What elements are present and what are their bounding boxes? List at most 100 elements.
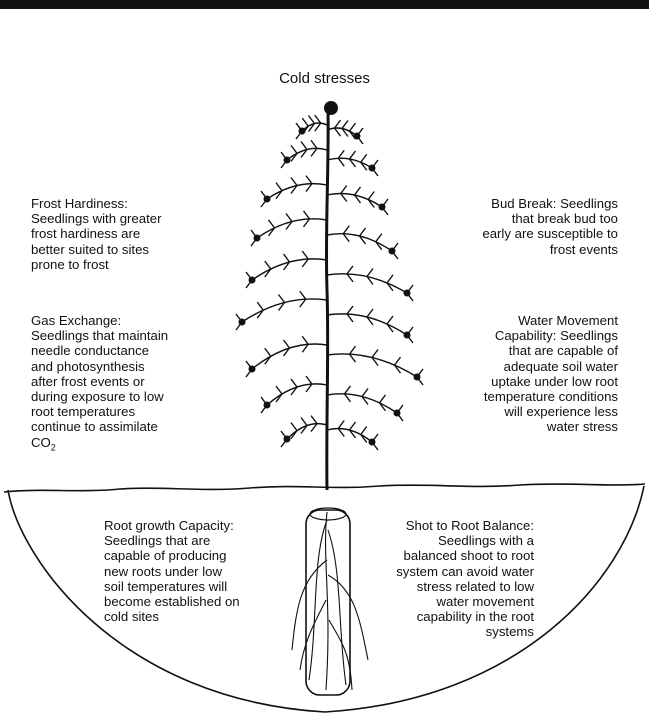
branch-tip-tuft xyxy=(248,365,256,373)
needle-twig xyxy=(337,420,345,429)
needle-twig xyxy=(290,430,298,440)
water-movement-label: Water Movement Capability: Seedlings tha… xyxy=(483,313,618,435)
needle-twig xyxy=(358,235,367,245)
shoot-root-label: Shot to Root Balance: Seedlings with a b… xyxy=(396,518,534,640)
needle-twig xyxy=(366,308,374,318)
needle-twig xyxy=(360,161,368,171)
needle-twig xyxy=(366,276,374,285)
needle-twig xyxy=(341,120,349,129)
needle-twig xyxy=(310,147,318,157)
needle-twig xyxy=(348,345,357,355)
branch-tip-tuft xyxy=(403,331,411,339)
figure-title: Cold stresses xyxy=(279,70,370,87)
branch-tip-tuft xyxy=(388,247,396,255)
needle-twig xyxy=(285,213,293,222)
needle-twig xyxy=(346,273,354,283)
needle-twig xyxy=(301,343,309,353)
ground-line xyxy=(3,483,646,493)
needle-twig xyxy=(310,139,318,149)
needle-twig xyxy=(264,268,272,278)
needle-twig xyxy=(343,385,352,395)
branch-tip-tuft xyxy=(253,234,261,242)
needle-twig xyxy=(358,227,367,237)
needle-twig xyxy=(290,386,298,396)
needle-twig xyxy=(367,199,375,208)
needle-twig xyxy=(300,417,308,426)
needle-twig xyxy=(285,221,293,230)
needle-twig xyxy=(256,301,264,311)
needle-twig xyxy=(340,185,348,194)
needle-twig xyxy=(299,290,307,300)
needle-twig xyxy=(275,393,283,403)
needle-twig xyxy=(301,258,309,268)
root-strand xyxy=(327,574,369,661)
needle-twig xyxy=(275,182,283,192)
needle-twig xyxy=(307,123,316,132)
branch-tip-tuft xyxy=(263,195,271,203)
root-strand xyxy=(328,619,353,691)
branch-tip-tuft xyxy=(248,276,256,284)
needle-twig xyxy=(302,218,311,228)
needle-twig xyxy=(337,149,345,159)
needle-twig xyxy=(264,347,272,357)
needle-twig xyxy=(301,117,309,127)
needle-twig xyxy=(348,353,357,363)
needle-twig xyxy=(290,152,298,162)
needle-twig xyxy=(360,426,368,435)
branch-tip-tuft xyxy=(283,435,291,443)
needle-twig xyxy=(267,219,276,229)
needle-twig xyxy=(282,253,291,263)
needle-twig xyxy=(348,158,357,168)
needle-twig xyxy=(299,298,307,308)
root-strand xyxy=(324,511,329,691)
needle-twig xyxy=(305,383,313,393)
needle-twig xyxy=(360,153,368,163)
root-strand xyxy=(291,559,328,651)
needle-twig xyxy=(290,378,298,388)
needle-twig xyxy=(277,302,286,311)
needle-twig xyxy=(346,313,354,323)
frost-hardiness-label: Frost Hardiness: Seedlings with greater … xyxy=(31,196,162,272)
co2-subscript: 2 xyxy=(50,442,56,453)
needle-twig xyxy=(386,274,394,284)
needle-twig xyxy=(386,323,394,333)
needle-twig xyxy=(367,191,375,200)
needle-twig xyxy=(256,309,264,319)
branch-tip-tuft xyxy=(403,289,411,297)
branch-tip-tuft xyxy=(298,127,306,135)
needle-twig xyxy=(290,422,298,432)
needle-twig xyxy=(300,425,308,434)
branch-tip-tuft xyxy=(378,203,386,211)
branch-tip-tuft xyxy=(393,409,401,417)
needle-twig xyxy=(371,357,379,366)
needle-twig xyxy=(275,385,283,395)
needle-twig xyxy=(310,415,318,425)
needle-twig xyxy=(314,114,322,124)
co2-text: CO xyxy=(31,434,51,450)
needle-twig xyxy=(348,122,357,132)
needle-twig xyxy=(378,394,387,404)
root-tube-top xyxy=(309,507,347,521)
needle-twig xyxy=(290,177,298,186)
needle-twig xyxy=(305,375,313,385)
needle-twig xyxy=(301,335,309,345)
soil-outline xyxy=(7,485,645,713)
needle-twig xyxy=(353,186,362,196)
needle-twig xyxy=(337,428,345,437)
needle-twig xyxy=(333,119,342,129)
needle-twig xyxy=(264,355,272,365)
needle-twig xyxy=(314,122,322,132)
needle-twig xyxy=(386,282,394,292)
needle-twig xyxy=(342,225,350,235)
needle-twig xyxy=(333,127,342,137)
needle-twig xyxy=(343,393,352,403)
needle-twig xyxy=(375,241,383,251)
branch-tip-tuft xyxy=(368,164,376,172)
needle-twig xyxy=(282,261,291,271)
needle-twig xyxy=(264,260,272,270)
needle-twig xyxy=(361,388,369,397)
tufts xyxy=(238,101,421,446)
needle-twig xyxy=(340,193,348,202)
needle-twig xyxy=(360,434,368,443)
branch-tip-tuft xyxy=(413,373,421,381)
